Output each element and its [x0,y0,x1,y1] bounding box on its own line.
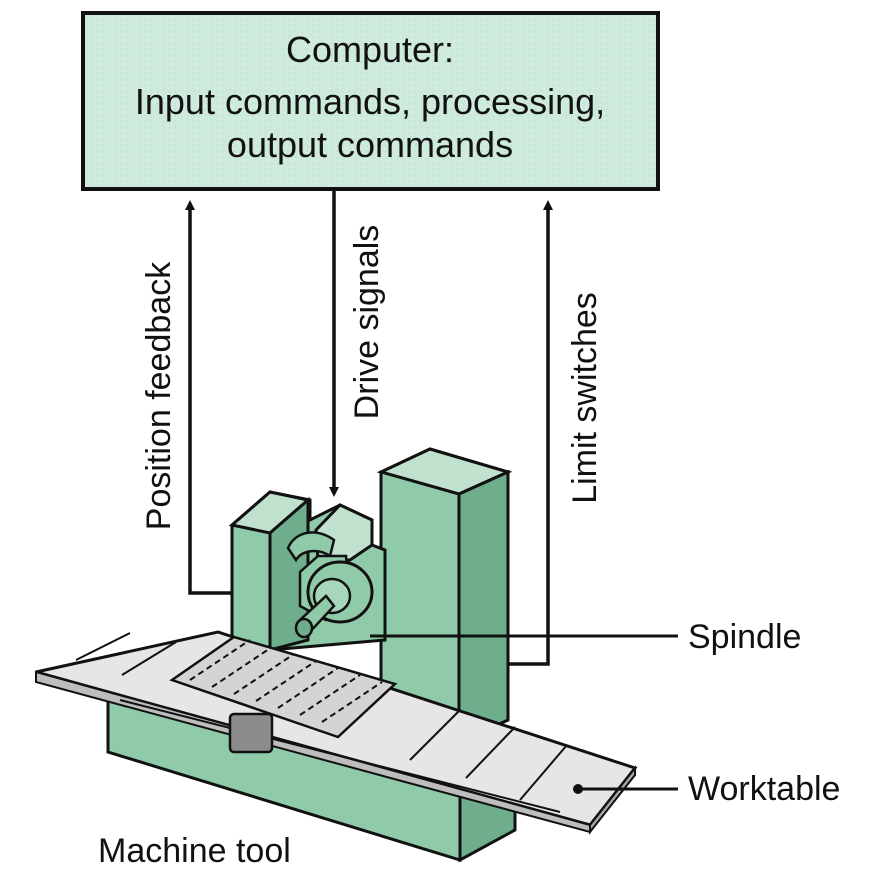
computer-box: Computer: Input commands, processing, ou… [81,11,660,191]
worktable [35,630,638,835]
limit-switches-line [508,200,553,666]
worktable-label: Worktable [688,770,840,808]
spindle-label: Spindle [688,618,801,656]
machine-column [376,447,513,745]
spindle-head [228,490,387,652]
computer-title: Computer: [286,29,454,70]
position-feedback-label: Position feedback [140,261,178,530]
computer-line-2: Input commands, processing, [135,81,605,122]
table-clamp [228,712,274,754]
machine-tool-label: Machine tool [98,832,291,870]
position-feedback-line [185,200,232,595]
worktable-slots [189,639,383,723]
drive-signals-label: Drive signals [348,225,386,420]
limit-switches-label: Limit switches [566,292,604,504]
computer-line-3: output commands [227,124,513,165]
